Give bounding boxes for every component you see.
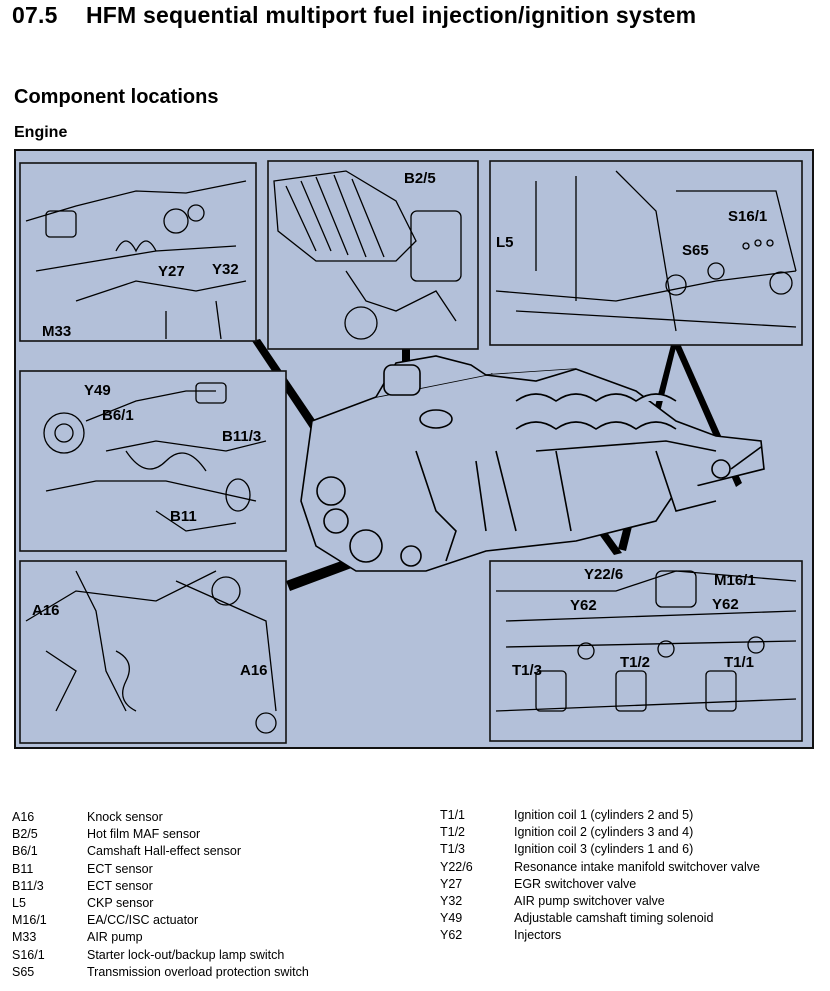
legend-code: B11 <box>12 861 34 876</box>
callout-y62-left: Y62 <box>570 597 597 614</box>
callout-s65: S65 <box>682 242 709 259</box>
legend-row: A16 Knock sensor <box>12 809 309 826</box>
legend-code: B11/3 <box>12 878 44 893</box>
legend-row: B11/3 ECT sensor <box>12 878 309 895</box>
callout-y27: Y27 <box>158 263 185 280</box>
legend-desc: Camshaft Hall-effect sensor <box>87 844 241 859</box>
legend-row: Y27 EGR switchover valve <box>440 876 760 893</box>
legend-code: Y49 <box>440 911 463 926</box>
legend-code: Y27 <box>440 876 463 891</box>
legend-row: T1/2 Ignition coil 2 (cylinders 3 and 4) <box>440 824 760 841</box>
legend-desc: Ignition coil 2 (cylinders 3 and 4) <box>514 825 694 840</box>
legend-code: L5 <box>12 895 26 910</box>
callout-b6-1: B6/1 <box>102 407 134 424</box>
legend-row: M16/1 EA/CC/ISC actuator <box>12 912 309 929</box>
legend-row: Y49 Adjustable camshaft timing solenoid <box>440 910 760 927</box>
inset-y49-b11 <box>19 370 287 552</box>
legend-code: T1/2 <box>440 825 466 840</box>
legend-desc: Hot film MAF sensor <box>87 827 201 842</box>
legend-desc: EA/CC/ISC actuator <box>87 913 199 928</box>
callout-a16-right: A16 <box>240 662 268 679</box>
legend-code: A16 <box>12 810 35 824</box>
inset-sketches <box>25 170 797 734</box>
legend-code: Y22/6 <box>440 859 473 874</box>
legend-desc: Injectors <box>514 928 562 943</box>
callout-t1-1: T1/1 <box>724 654 754 671</box>
legend-row: M33 AIR pump <box>12 929 309 946</box>
legend-code: M33 <box>12 930 37 945</box>
legend-desc: CKP sensor <box>87 895 154 910</box>
callout-y62-right: Y62 <box>712 596 739 613</box>
legend-code: Y32 <box>440 893 463 908</box>
engine-illustration: B2/5 Y27 Y32 M33 L5 S65 S16/1 Y49 B6/1 B… <box>19 160 803 744</box>
callout-s16-1: S16/1 <box>728 208 767 225</box>
callout-b25: B2/5 <box>404 170 436 187</box>
legend-code: T1/1 <box>440 808 466 822</box>
callout-m33: M33 <box>42 323 71 340</box>
legend-row: Y32 AIR pump switchover valve <box>440 893 760 910</box>
callout-m16-1: M16/1 <box>714 572 756 589</box>
legend-code: Y62 <box>440 928 463 943</box>
legend-row: Y62 Injectors <box>440 927 760 944</box>
legend-code: S65 <box>12 964 35 979</box>
inset-l5-s65 <box>489 160 803 346</box>
legend-code: S16/1 <box>12 947 45 962</box>
legend-row: Y22/6 Resonance intake manifold switchove… <box>440 859 760 876</box>
callout-l5: L5 <box>496 234 514 251</box>
legend-desc: Starter lock-out/backup lamp switch <box>87 947 285 962</box>
legend-row: S65 Transmission overload protection swit… <box>12 964 309 981</box>
subsection-title: Engine <box>14 124 68 141</box>
callout-b11-3: B11/3 <box>222 428 261 445</box>
callout-a16-left: A16 <box>32 602 60 619</box>
legend-code: B6/1 <box>12 844 38 859</box>
engine-component-figure: B2/5 Y27 Y32 M33 L5 S65 S16/1 Y49 B6/1 B… <box>14 149 814 749</box>
callout-y49: Y49 <box>84 382 111 399</box>
inset-b25 <box>267 160 479 350</box>
legend-code: T1/3 <box>440 842 466 857</box>
legend-code: B2/5 <box>12 827 38 842</box>
legend-desc: Knock sensor <box>87 810 163 824</box>
legend-desc: Ignition coil 3 (cylinders 1 and 6) <box>514 842 694 857</box>
legend-row: L5 CKP sensor <box>12 895 309 912</box>
chapter-number: 07.5 <box>12 2 58 28</box>
section-title: Component locations <box>14 86 219 108</box>
legend-row: B6/1 Camshaft Hall-effect sensor <box>12 843 309 860</box>
legend-row: B11 ECT sensor <box>12 861 309 878</box>
chapter-heading: 07.5 HFM sequential multiport fuel inject… <box>12 2 696 29</box>
legend-desc: Transmission overload protection switch <box>87 964 309 979</box>
inset-y27-y32 <box>19 162 257 342</box>
callout-labels: B2/5 Y27 Y32 M33 L5 S65 S16/1 Y49 B6/1 B… <box>32 170 767 679</box>
legend-row: T1/3 Ignition coil 3 (cylinders 1 and 6) <box>440 841 760 858</box>
legend-row: S16/1 Starter lock-out/backup lamp switch <box>12 947 309 964</box>
legend-desc: Ignition coil 1 (cylinders 2 and 5) <box>514 808 694 822</box>
legend-desc: AIR pump switchover valve <box>514 893 665 908</box>
chapter-title: HFM sequential multiport fuel injection/… <box>86 2 697 28</box>
legend-desc: Resonance intake manifold switchover val… <box>514 859 760 874</box>
callout-t1-2: T1/2 <box>620 654 650 671</box>
callout-b11: B11 <box>170 508 197 525</box>
legend-row: T1/1 Ignition coil 1 (cylinders 2 and 5) <box>440 807 760 824</box>
main-engine <box>300 355 765 572</box>
legend-code: M16/1 <box>12 913 47 928</box>
legend-desc: ECT sensor <box>87 878 153 893</box>
legend-desc: AIR pump <box>87 930 143 945</box>
inset-a16 <box>19 560 287 744</box>
callout-y22-6: Y22/6 <box>584 566 623 583</box>
legend-desc: ECT sensor <box>87 861 153 876</box>
legend-desc: EGR switchover valve <box>514 876 637 891</box>
legend-desc: Adjustable camshaft timing solenoid <box>514 911 714 926</box>
callout-t1-3: T1/3 <box>512 662 542 679</box>
callout-y32: Y32 <box>212 261 239 278</box>
legend-row: B2/5 Hot film MAF sensor <box>12 826 309 843</box>
